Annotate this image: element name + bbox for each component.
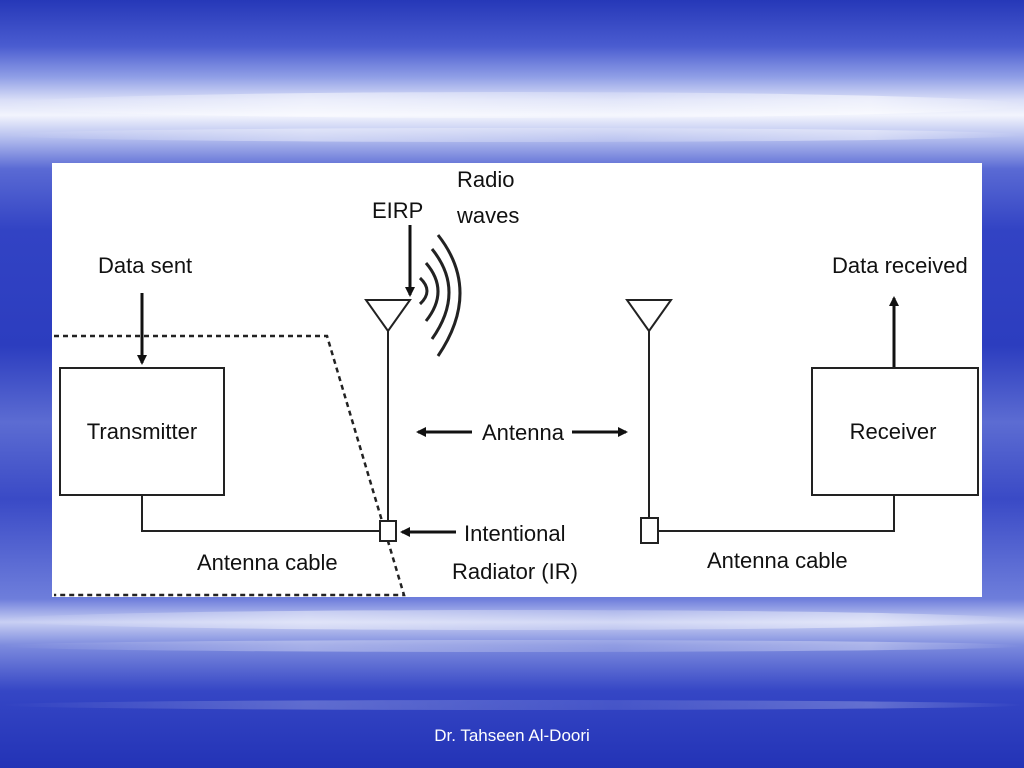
left-connector [379,520,397,542]
ir-label-line1: Intentional [464,521,566,546]
background-streak [0,700,1024,710]
background-streak [0,92,1024,118]
ir-label-line2: Radiator (IR) [452,559,578,584]
antenna-cable-left-label: Antenna cable [197,550,338,575]
footer-credit: Dr. Tahseen Al-Doori [434,726,590,745]
eirp-label: EIRP [372,198,423,223]
antenna-label: Antenna [482,420,565,445]
left-antenna-element [364,299,412,333]
background-streak [0,640,1024,652]
right-connector [640,517,659,544]
background-streak [0,610,1024,630]
intentional-radiator-boundary [54,334,406,597]
radio-waves-label-line2: waves [456,203,519,228]
radio-wave-arc [424,262,440,322]
antenna-cable-left [141,495,382,532]
antenna-cable-right [658,495,895,532]
receiver-box [811,367,979,496]
transmitter-box [59,367,225,496]
data-received-label: Data received [832,253,968,278]
receiver-label: Receiver [850,419,937,444]
background-streak [0,128,1024,142]
rf-system-diagram: Transmitter Data sent Antenna cable EIRP… [54,167,979,597]
right-antenna-element [625,299,673,333]
diagram-panel: Transmitter Data sent Antenna cable EIRP… [52,163,982,597]
radio-wave-arc [418,276,429,306]
data-sent-label: Data sent [98,253,192,278]
antenna-cable-right-label: Antenna cable [707,548,848,573]
radio-wave-arc [436,234,462,357]
transmitter-label: Transmitter [87,419,197,444]
radio-wave-arc [430,248,451,340]
radio-waves-label-line1: Radio [457,167,514,192]
